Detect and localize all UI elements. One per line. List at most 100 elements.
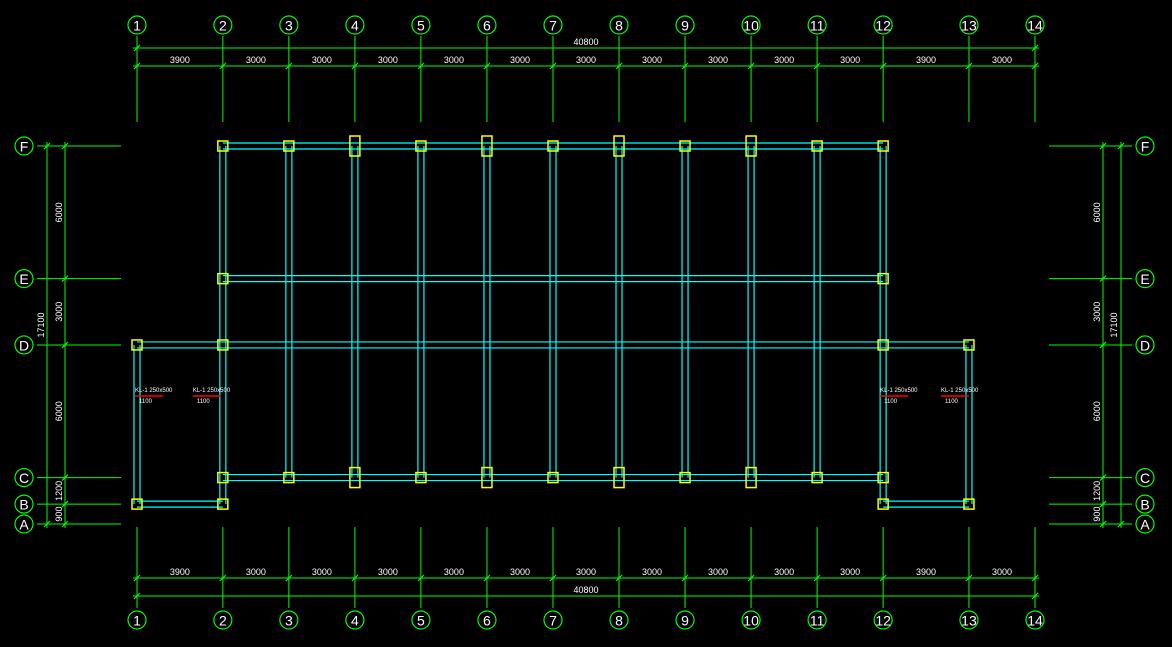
column (481, 466, 493, 489)
axis-bubble (477, 15, 497, 35)
dim-text-column-spacing: 3000 (246, 567, 266, 577)
axis-bubble (741, 610, 761, 630)
axis-bubble (14, 494, 34, 514)
axis-lines (37, 36, 1132, 608)
dim-tick (965, 574, 973, 582)
axis-bubble-label: 4 (351, 18, 359, 34)
dim-text-column-spacing: 3000 (312, 55, 332, 65)
column (877, 140, 889, 152)
column (963, 498, 975, 510)
axis-bubble-label: 8 (615, 613, 623, 629)
dim-tick (483, 574, 491, 582)
axis-bubble (279, 610, 299, 630)
axis-bubble-label: 3 (285, 613, 293, 629)
dim-tick (417, 574, 425, 582)
dim-text-column-spacing: 3000 (510, 55, 530, 65)
axis-bubble (279, 15, 299, 35)
dim-tick (133, 44, 141, 52)
column (217, 471, 229, 484)
column (547, 140, 559, 152)
dim-text-total: 40800 (573, 585, 598, 595)
axis-bubble-label: 13 (961, 18, 977, 34)
dim-tick (61, 520, 69, 528)
axis-bubble (873, 610, 893, 630)
axis-bubble (127, 15, 147, 35)
axis-bubble-label: C (19, 470, 29, 486)
axis-bubble (14, 467, 34, 488)
dim-text-column-spacing: 3900 (170, 55, 190, 65)
dim-tick (43, 520, 51, 528)
column (547, 471, 559, 484)
axis-bubble (213, 610, 233, 630)
column (963, 339, 975, 351)
dim-tick (1031, 44, 1039, 52)
dim-tick (351, 574, 359, 582)
axis-bubble (14, 514, 34, 534)
axis-bubble (1135, 136, 1155, 156)
dim-text-column-spacing: 3000 (444, 567, 464, 577)
axis-bubble (1135, 335, 1155, 355)
dim-text-column-spacing: 3000 (510, 567, 530, 577)
axis-bubble-label: B (1140, 497, 1149, 513)
dim-text-column-spacing: 3000 (992, 55, 1012, 65)
dim-tick (483, 62, 491, 70)
dim-tick (417, 62, 425, 70)
dim-tick (747, 574, 755, 582)
column (811, 471, 823, 484)
dim-text-column-spacing: 3900 (916, 567, 936, 577)
axis-bubble (1135, 269, 1155, 289)
dim-tick (615, 574, 623, 582)
beam-note-label: KL-1 250x500 (941, 388, 979, 394)
axis-bubble-label: D (1140, 337, 1150, 353)
dim-text-row-spacing: 1200 (54, 481, 64, 501)
dim-tick (133, 62, 141, 70)
dim-tick (61, 341, 69, 349)
axis-bubble (873, 15, 893, 35)
axis-bubble-label: 3 (285, 18, 293, 34)
axis-bubble-label: 5 (417, 613, 425, 629)
axis-bubble-label: 13 (961, 613, 977, 629)
column (283, 471, 295, 484)
dim-tick (61, 142, 69, 150)
axis-bubble-label: A (19, 517, 29, 533)
dim-tick (61, 275, 69, 283)
beam-note-label: KL-1 250x500 (880, 388, 918, 394)
column (349, 135, 361, 157)
axis-bubble (14, 136, 34, 156)
axis-bubble (609, 610, 629, 630)
dim-text-column-spacing: 3000 (576, 55, 596, 65)
dim-tick (1031, 592, 1039, 600)
dim-text-column-spacing: 3000 (378, 55, 398, 65)
dim-text-row-spacing: 900 (54, 507, 64, 522)
column (217, 498, 229, 510)
dim-text-column-spacing: 3000 (642, 567, 662, 577)
column (877, 471, 889, 484)
column (811, 140, 823, 152)
axis-bubble-label: 12 (875, 613, 891, 629)
dim-tick (1117, 520, 1125, 528)
dim-text-column-spacing: 3000 (840, 55, 860, 65)
dim-text-row-spacing: 3000 (54, 302, 64, 322)
column (131, 498, 143, 510)
axis-bubble (411, 610, 431, 630)
axis-bubble (1025, 610, 1045, 630)
axis-bubble-label: 6 (483, 18, 491, 34)
axis-bubble (675, 15, 695, 35)
dim-text-row-spacing: 3000 (1092, 302, 1102, 322)
beam-note-dim: 1100 (197, 399, 211, 405)
column (613, 466, 625, 489)
column (613, 135, 625, 157)
dim-tick (61, 474, 69, 482)
dim-tick (879, 62, 887, 70)
column (217, 339, 229, 351)
dim-text-column-spacing: 3000 (774, 55, 794, 65)
dim-tick (813, 574, 821, 582)
axis-bubble (127, 610, 147, 630)
beam-layout (133, 142, 973, 508)
column (217, 272, 229, 285)
axis-bubble-label: 11 (810, 613, 825, 629)
beam-note-dim: 1100 (945, 399, 959, 405)
axis-bubble-label: E (1140, 271, 1149, 287)
dim-tick (43, 142, 51, 150)
